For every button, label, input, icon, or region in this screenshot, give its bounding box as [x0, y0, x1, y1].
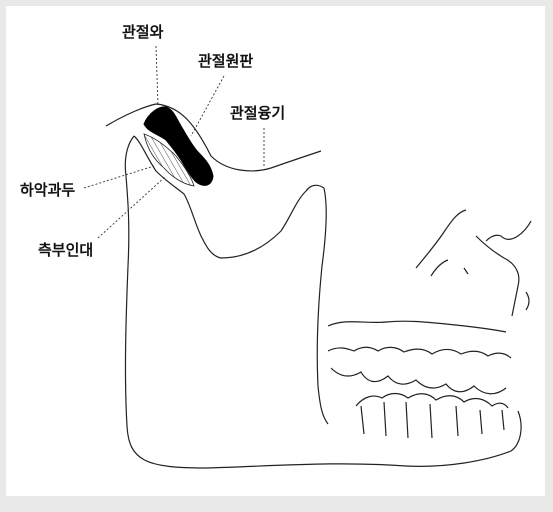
- ramus-front-edge: [317, 188, 328, 424]
- lower-teeth: [356, 394, 508, 409]
- lower-tooth-roots: [361, 402, 504, 438]
- label-disc: 관절원판: [198, 52, 253, 70]
- maxilla-outline: [416, 210, 519, 316]
- leader-ligament: [98, 176, 166, 238]
- alveolar-line: [328, 321, 506, 332]
- label-ligament: 측부인대: [38, 241, 93, 259]
- label-condyle: 하악과두: [20, 181, 75, 199]
- upper-teeth: [328, 347, 511, 358]
- skull-base-outline: [106, 104, 321, 171]
- label-eminence: 관절융기: [230, 104, 285, 122]
- diagram-canvas: 관절와 관절원판 관절융기 하악과두 측부인대: [6, 6, 545, 496]
- label-fossa: 관절와: [122, 23, 164, 41]
- leader-condyle: [84, 166, 154, 188]
- upper-teeth-lower-edge: [331, 368, 506, 394]
- jaw-diagram: 관절와 관절원판 관절융기 하악과두 측부인대: [6, 6, 553, 512]
- leader-fossa: [156, 46, 158, 106]
- nasal-notch: [464, 268, 529, 310]
- leader-disc: [191, 76, 224, 136]
- mandible-outline: [125, 136, 521, 468]
